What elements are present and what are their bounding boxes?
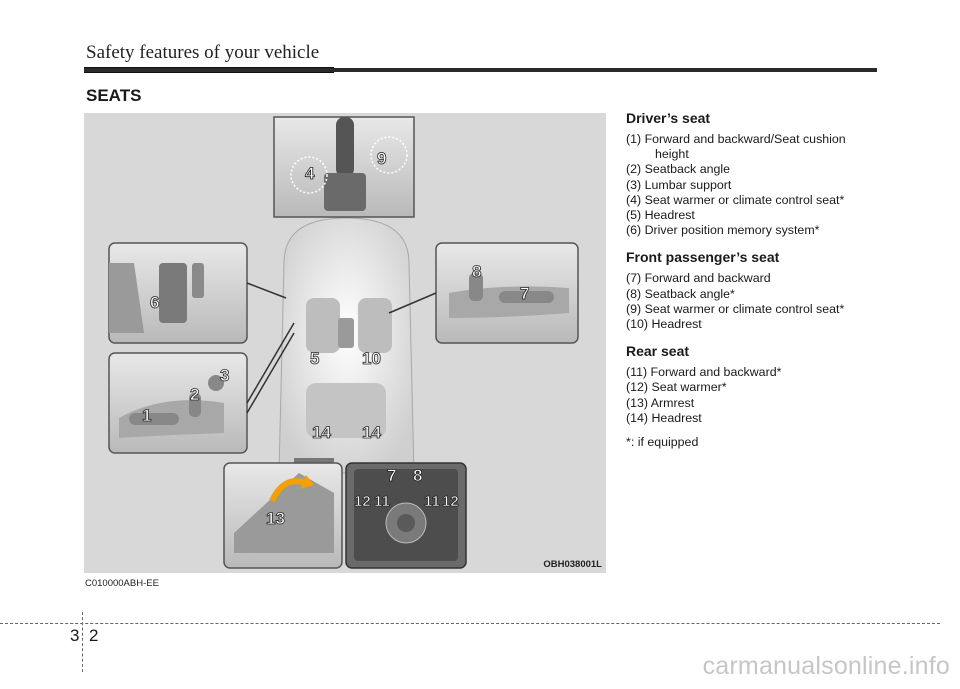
callout-7-rear: 7 <box>387 466 396 485</box>
callout-11-left: 11 <box>374 493 390 510</box>
footnote: *: if equipped <box>626 435 699 450</box>
front-passenger-seat-list: (7) Forward and backward (8) Seatback an… <box>626 271 881 332</box>
list-item: (14) Headrest <box>626 410 702 425</box>
list-item: (5) Headrest <box>626 208 695 223</box>
callout-12-left: 12 <box>354 493 371 510</box>
drivers-seat-title: Driver’s seat <box>626 110 711 126</box>
callout-14-right: 14 <box>362 423 381 442</box>
rear-seat-list: (11) Forward and backward* (12) Seat war… <box>626 365 881 426</box>
footer-divider <box>82 612 83 672</box>
list-item: (4) Seat warmer or climate control seat* <box>626 192 845 207</box>
list-item: (10) Headrest <box>626 317 702 332</box>
header-rule <box>84 68 877 72</box>
figure-callouts: 4 9 6 2 3 1 8 7 5 10 14 14 13 7 8 12 11 … <box>142 149 530 529</box>
drivers-seat-list: (1) Forward and backward/Seat cushion he… <box>626 132 881 238</box>
seat-descriptions: Driver’s seat (1) Forward and backward/S… <box>626 110 881 449</box>
header-title: Safety features of your vehicle <box>86 42 320 63</box>
page-chapter: 3 <box>70 626 80 645</box>
list-item: (6) Driver position memory system* <box>626 223 820 238</box>
list-item: (1) Forward and backward/Seat cushion he… <box>626 132 846 162</box>
callout-10: 10 <box>362 349 381 368</box>
figure-code: OBH038001L <box>543 559 602 570</box>
seats-figure: 4 9 6 2 3 1 8 7 5 10 14 14 13 7 8 12 11 … <box>84 113 606 573</box>
list-item: (13) Armrest <box>626 395 695 410</box>
footer-rule <box>0 623 940 624</box>
callout-5: 5 <box>310 349 319 368</box>
callout-9: 9 <box>377 149 386 168</box>
list-item: (2) Seatback angle <box>626 162 731 177</box>
watermark: carmanualsonline.info <box>702 652 950 680</box>
callout-3: 3 <box>220 366 229 385</box>
callout-12-right: 12 <box>442 493 459 510</box>
callout-13: 13 <box>266 509 285 528</box>
list-item: (8) Seatback angle* <box>626 286 735 301</box>
list-item: (11) Forward and backward* <box>626 365 782 380</box>
callout-14-left: 14 <box>312 423 331 442</box>
callout-11-right: 11 <box>424 493 440 510</box>
callout-2: 2 <box>190 385 199 404</box>
seats-illustration: 4 9 6 2 3 1 8 7 5 10 14 14 13 7 8 12 11 … <box>108 116 579 569</box>
callout-1: 1 <box>142 406 151 425</box>
callout-7: 7 <box>520 284 529 303</box>
callout-8-rear: 8 <box>413 466 422 485</box>
rear-seat-title: Rear seat <box>626 343 690 360</box>
page-number: 2 <box>89 626 99 645</box>
list-item: (3) Lumbar support <box>626 177 732 192</box>
callout-6: 6 <box>150 293 159 312</box>
section-title: SEATS <box>86 86 142 105</box>
list-item: (7) Forward and backward <box>626 271 771 286</box>
list-item: (12) Seat warmer* <box>626 380 727 395</box>
reference-code: C010000ABH-EE <box>85 578 159 589</box>
callout-4: 4 <box>305 164 315 183</box>
list-item: (9) Seat warmer or climate control seat* <box>626 301 845 316</box>
callout-8: 8 <box>472 262 481 281</box>
front-passenger-seat-title: Front passenger’s seat <box>626 249 780 266</box>
